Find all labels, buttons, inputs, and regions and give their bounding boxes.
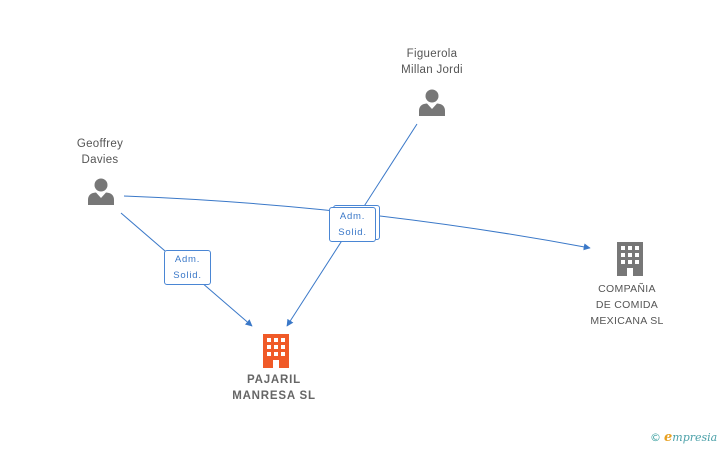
company-compania-name-line3: MEXICANA SL xyxy=(590,315,664,327)
empresia-logo-letter: e xyxy=(664,430,673,445)
person-geoffrey-name-line2: Davies xyxy=(81,154,119,166)
building-icon[interactable] xyxy=(261,334,291,368)
person-figuerola-name-line1: Figuerola xyxy=(406,48,458,60)
company-compania-name-line2: DE COMIDA xyxy=(595,299,659,311)
role-badge-figuerola-pajaril[interactable]: Adm. Solid. xyxy=(329,207,376,242)
person-icon[interactable] xyxy=(87,177,115,205)
role-badge-line1: Adm. xyxy=(174,254,201,265)
person-figuerola-name[interactable]: Figuerola Millan Jordi xyxy=(382,46,482,78)
company-compania-name[interactable]: COMPAÑIA DE COMIDA MEXICANA SL xyxy=(572,281,682,329)
role-badge-geoffrey-pajaril[interactable]: Adm. Solid. xyxy=(164,250,211,285)
company-pajaril-name-line2: MANRESA SL xyxy=(232,390,316,402)
copyright-icon: © xyxy=(650,431,661,444)
empresia-watermark: ©empresia xyxy=(650,430,717,445)
person-geoffrey-name-line1: Geoffrey xyxy=(76,138,124,150)
company-pajaril-name[interactable]: PAJARIL MANRESA SL xyxy=(214,372,334,404)
building-icon[interactable] xyxy=(615,242,645,276)
role-badge-line2: Solid. xyxy=(173,270,202,281)
role-badge-line2: Solid. xyxy=(338,227,367,238)
company-compania-name-line1: COMPAÑIA xyxy=(598,283,656,295)
empresia-logo-text: mpresia xyxy=(672,431,718,444)
role-badge-line1: Adm. xyxy=(339,211,366,222)
person-geoffrey-name[interactable]: Geoffrey Davies xyxy=(50,136,150,168)
company-pajaril-name-line1: PAJARIL xyxy=(247,374,301,386)
person-icon[interactable] xyxy=(418,88,446,116)
person-figuerola-name-line2: Millan Jordi xyxy=(401,64,463,76)
